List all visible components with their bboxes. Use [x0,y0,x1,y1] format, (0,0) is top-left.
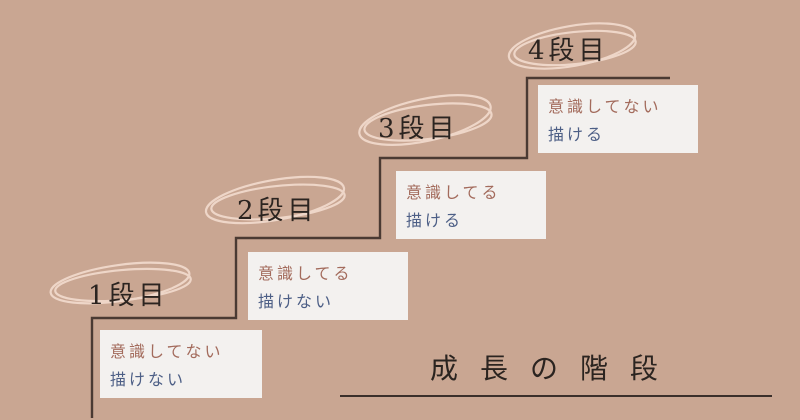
step-1-awareness: 意識してない [110,342,224,361]
diagram-caption: 成長の階段 [430,352,681,385]
step-1-card: 意識してない 描けない [100,330,262,398]
step-3-drawing: 描ける [406,211,464,230]
caption-underline [340,395,772,397]
step-1-title: 1段目 [88,281,169,311]
step-2-awareness: 意識してる [258,264,353,283]
halo-ring-4 [507,22,637,70]
step-4-drawing: 描ける [548,125,606,144]
step-4-awareness: 意識してない [548,97,662,116]
step-2-drawing: 描けない [258,292,335,311]
step-1-drawing: 描けない [110,370,187,389]
step-3-awareness: 意識してる [406,183,501,202]
step-3-title: 3段目 [378,114,459,144]
step-3-card: 意識してる 描ける [396,171,546,239]
step-2-card: 意識してる 描けない [248,252,408,320]
step-4-title: 4段目 [528,36,609,66]
halo-ring-2 [204,175,346,225]
step-4-card: 意識してない 描ける [538,85,698,153]
step-2-title: 2段目 [237,196,318,226]
halo-ring-3 [358,94,492,146]
